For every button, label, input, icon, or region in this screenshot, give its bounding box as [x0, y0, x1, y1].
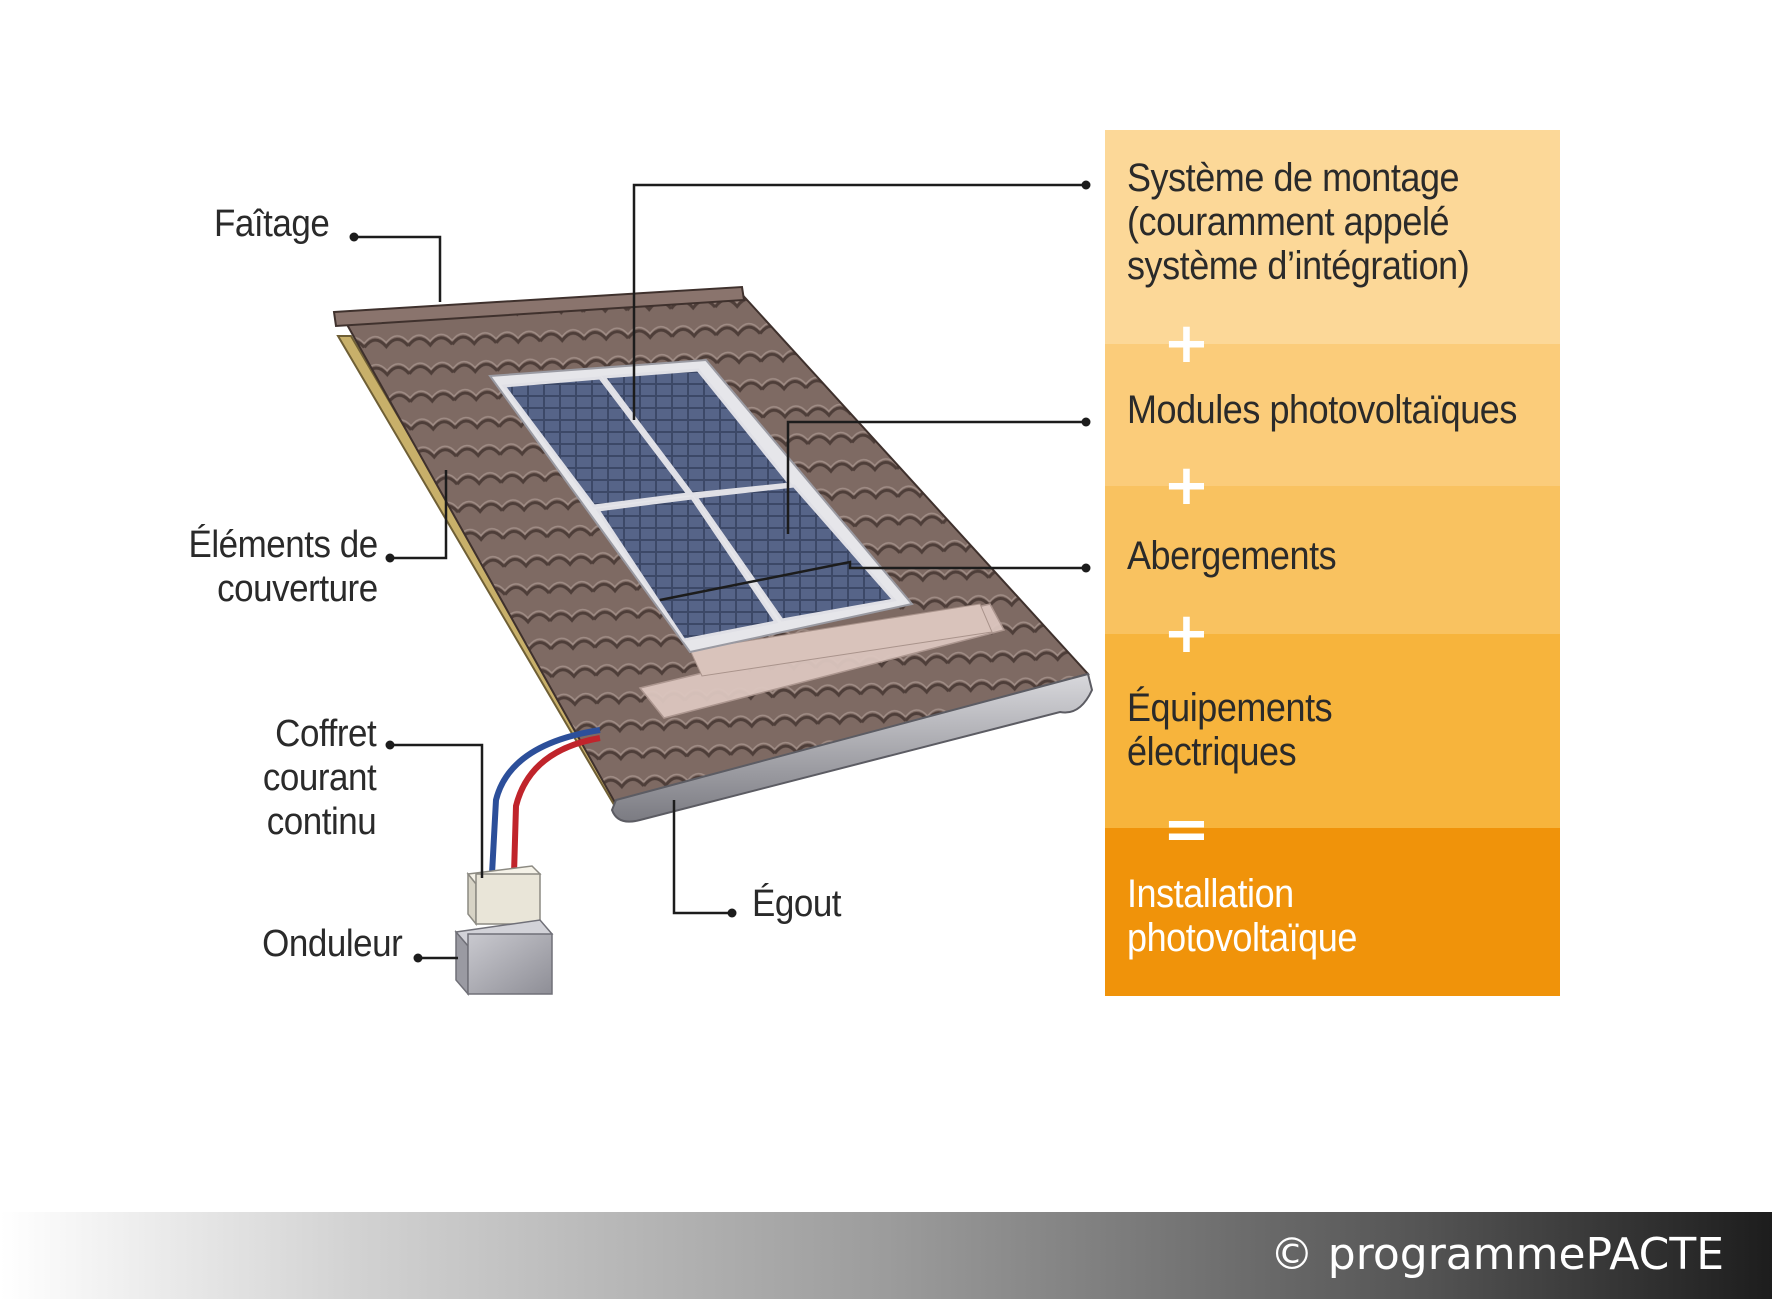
label-egout: Égout	[752, 883, 842, 925]
block-equipements-line2: électriques	[1127, 730, 1297, 774]
plus-operator-1: +	[1163, 311, 1210, 376]
block-installation: Installation photovoltaïque	[1105, 828, 1560, 996]
block-equipements: Équipements électriques	[1105, 634, 1560, 828]
footer-bar: © programmePACTE	[0, 1212, 1772, 1299]
block-modules: Modules photovoltaïques	[1105, 344, 1560, 486]
leader-elements	[390, 470, 448, 560]
block-installation-line1: Installation	[1127, 872, 1294, 916]
leader-systeme	[632, 183, 1086, 420]
copyright-text: © programmePACTE	[1269, 1229, 1724, 1280]
pv-module-3	[595, 496, 779, 642]
cable-blue	[489, 727, 601, 875]
gutter	[610, 672, 1094, 823]
block-systeme-line1: Système de montage	[1127, 156, 1460, 200]
leader-modules	[786, 420, 1086, 534]
leader-abergements	[659, 560, 1086, 602]
plus-operator-3: +	[1163, 601, 1210, 666]
label-elements-line1: Éléments de	[188, 524, 379, 566]
equals-operator: =	[1163, 797, 1210, 862]
dc-box	[466, 865, 542, 927]
block-systeme-montage: Système de montage (couramment appelé sy…	[1105, 130, 1560, 344]
label-elements-line2: couverture	[217, 568, 378, 610]
block-installation-line2: photovoltaïque	[1127, 916, 1357, 960]
plus-operator-2: +	[1163, 453, 1210, 518]
label-coffret-line3: continu	[266, 801, 376, 843]
label-faitage: Faîtage	[214, 203, 330, 245]
leader-coffret	[390, 743, 484, 878]
block-systeme-line3: système d’intégration)	[1127, 244, 1470, 288]
pv-module-4	[693, 484, 897, 622]
label-onduleur: Onduleur	[261, 923, 403, 965]
label-elements-couverture: Éléments de couverture	[188, 523, 379, 611]
label-coffret: Coffret courant continu	[262, 712, 377, 844]
block-abergements: Abergements	[1105, 486, 1560, 634]
flashing-top	[689, 603, 993, 677]
leader-lines	[354, 183, 1086, 960]
leader-faitage	[354, 235, 442, 302]
cable-red	[511, 735, 601, 875]
component-stack: Système de montage (couramment appelé sy…	[1105, 130, 1560, 996]
pv-module-2	[601, 368, 793, 496]
block-equipements-line1: Équipements	[1127, 686, 1333, 730]
label-coffret-line1: Coffret	[274, 713, 377, 755]
block-abergements-line1: Abergements	[1127, 534, 1337, 578]
ridge	[332, 285, 746, 328]
block-systeme-line2: (couramment appelé	[1127, 200, 1450, 244]
block-modules-line1: Modules photovoltaïques	[1127, 388, 1517, 432]
label-coffret-line2: courant	[262, 757, 377, 799]
leader-egout	[672, 800, 732, 915]
pv-module-1	[501, 376, 691, 508]
inverter	[454, 919, 554, 997]
leader-dots	[349, 180, 1091, 963]
